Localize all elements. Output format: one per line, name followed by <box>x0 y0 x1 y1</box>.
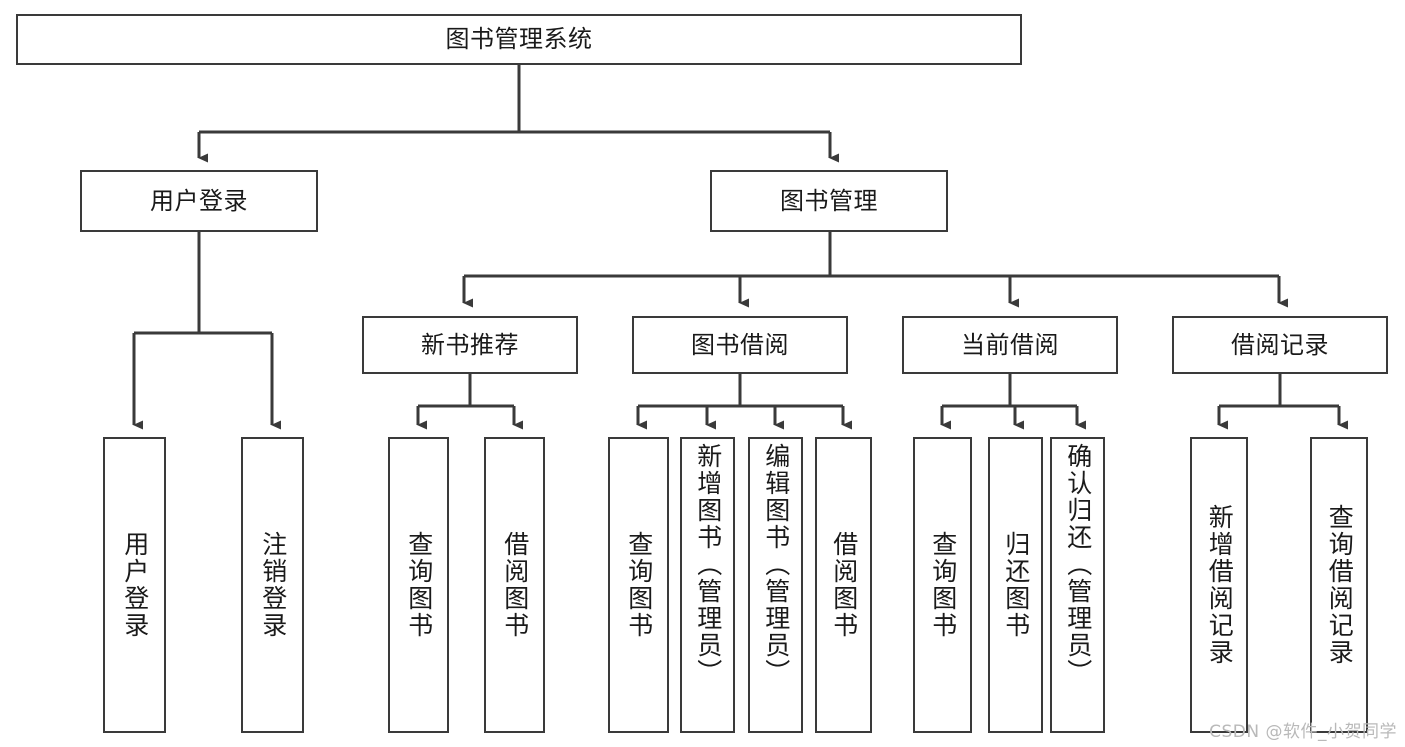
leaf-query-borrow-record-label: 查询借阅记录 <box>1325 504 1355 666</box>
leaf-query-book-1-label: 查询图书 <box>404 531 434 639</box>
leaf-query-book-2[interactable]: 查询图书 <box>608 437 669 733</box>
node-current-borrow[interactable]: 当前借阅 <box>902 316 1118 374</box>
node-borrow-record-label: 借阅记录 <box>1231 330 1329 359</box>
node-book-borrow[interactable]: 图书借阅 <box>632 316 848 374</box>
leaf-add-book-label: 新增图书（管理员） <box>693 443 723 686</box>
leaf-borrow-book-2-label: 借阅图书 <box>829 531 859 639</box>
node-book-manage[interactable]: 图书管理 <box>710 170 948 232</box>
leaf-user-logout[interactable]: 注销登录 <box>241 437 304 733</box>
leaf-query-book-1[interactable]: 查询图书 <box>388 437 449 733</box>
node-new-book-recommend-label: 新书推荐 <box>421 330 519 359</box>
leaf-query-borrow-record[interactable]: 查询借阅记录 <box>1310 437 1368 733</box>
node-borrow-record[interactable]: 借阅记录 <box>1172 316 1388 374</box>
leaf-borrow-book-1[interactable]: 借阅图书 <box>484 437 545 733</box>
leaf-user-login[interactable]: 用户登录 <box>103 437 166 733</box>
leaf-edit-book[interactable]: 编辑图书（管理员） <box>748 437 803 733</box>
leaf-return-book[interactable]: 归还图书 <box>988 437 1043 733</box>
leaf-confirm-return-label: 确认归还（管理员） <box>1063 443 1093 686</box>
node-book-manage-label: 图书管理 <box>780 186 878 215</box>
node-current-borrow-label: 当前借阅 <box>961 330 1059 359</box>
watermark: CSDN @软件_小贺同学 <box>1209 722 1397 742</box>
leaf-query-book-3-label: 查询图书 <box>928 531 958 639</box>
leaf-query-book-2-label: 查询图书 <box>624 531 654 639</box>
leaf-confirm-return[interactable]: 确认归还（管理员） <box>1050 437 1105 733</box>
node-root[interactable]: 图书管理系统 <box>16 14 1022 65</box>
leaf-add-borrow-record-label: 新增借阅记录 <box>1205 504 1235 666</box>
node-root-label: 图书管理系统 <box>445 25 593 54</box>
leaf-add-borrow-record[interactable]: 新增借阅记录 <box>1190 437 1248 733</box>
leaf-return-book-label: 归还图书 <box>1001 531 1031 639</box>
leaf-borrow-book-2[interactable]: 借阅图书 <box>815 437 872 733</box>
leaf-add-book[interactable]: 新增图书（管理员） <box>680 437 735 733</box>
leaf-query-book-3[interactable]: 查询图书 <box>913 437 972 733</box>
leaf-user-logout-label: 注销登录 <box>258 531 288 639</box>
node-new-book-recommend[interactable]: 新书推荐 <box>362 316 578 374</box>
node-book-borrow-label: 图书借阅 <box>691 330 789 359</box>
leaf-edit-book-label: 编辑图书（管理员） <box>761 443 791 686</box>
leaf-borrow-book-1-label: 借阅图书 <box>500 531 530 639</box>
leaf-user-login-label: 用户登录 <box>120 531 150 639</box>
node-user-login[interactable]: 用户登录 <box>80 170 318 232</box>
node-user-login-label: 用户登录 <box>150 186 248 215</box>
